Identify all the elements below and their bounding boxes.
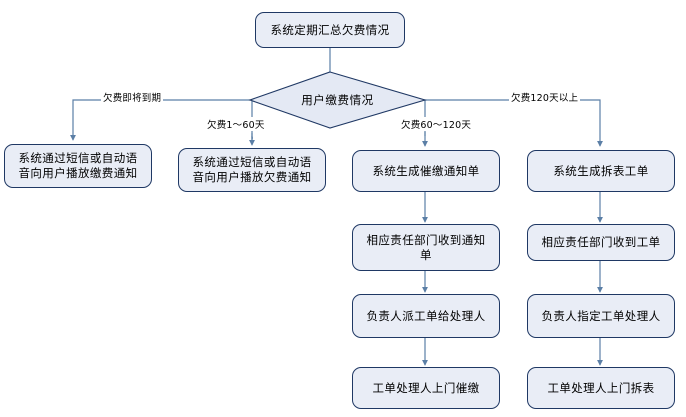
node-col3-4[interactable]: 工单处理人上门催缴 [352,367,500,409]
node-col4-1-line1: 系统生成拆表工单 [553,163,649,178]
node-col4-2-line1: 相应责任部门收到工单 [541,235,661,249]
node-col3-2-line1: 相应责任部门收到通知 [366,232,486,247]
node-start[interactable]: 系统定期汇总欠费情况 [255,12,405,48]
node-col1-1-line1: 系统通过短信或自动语 [18,151,138,165]
node-col2-1-line2: 音向用户播放欠费通知 [192,170,312,184]
edge-label-branch3: 欠费60～120天 [399,117,474,131]
edge-label-branch4: 欠费120天以上 [509,90,581,104]
node-col3-1[interactable]: 系统生成催缴通知单 [352,150,500,192]
node-col3-3-line1: 负责人派工单给处理人 [366,308,486,323]
node-col4-3-line1: 负责人指定工单处理人 [541,308,661,323]
edge-label-branch2: 欠费1～60天 [205,117,267,131]
node-col1-1[interactable]: 系统通过短信或自动语 音向用户播放缴费通知 [4,144,152,188]
node-start-label: 系统定期汇总欠费情况 [270,22,390,37]
node-col3-1-line1: 系统生成催缴通知单 [372,163,480,178]
node-col3-2[interactable]: 相应责任部门收到通知 单 [352,224,500,271]
node-col4-4-line1: 工单处理人上门拆表 [547,380,655,395]
node-col2-1[interactable]: 系统通过短信或自动语 音向用户播放欠费通知 [178,148,326,192]
node-col4-2[interactable]: 相应责任部门收到工单 [527,224,675,261]
node-col3-3[interactable]: 负责人派工单给处理人 [352,294,500,338]
node-col3-4-line1: 工单处理人上门催缴 [372,380,480,395]
node-col4-1[interactable]: 系统生成拆表工单 [527,150,675,192]
node-col3-2-line2: 单 [420,247,432,262]
node-col1-1-line2: 音向用户播放缴费通知 [18,166,138,180]
edge-label-branch1: 欠费即将到期 [101,90,164,104]
node-col2-1-line1: 系统通过短信或自动语 [192,155,312,169]
node-col4-4[interactable]: 工单处理人上门拆表 [527,367,675,409]
node-col4-3[interactable]: 负责人指定工单处理人 [527,294,675,338]
